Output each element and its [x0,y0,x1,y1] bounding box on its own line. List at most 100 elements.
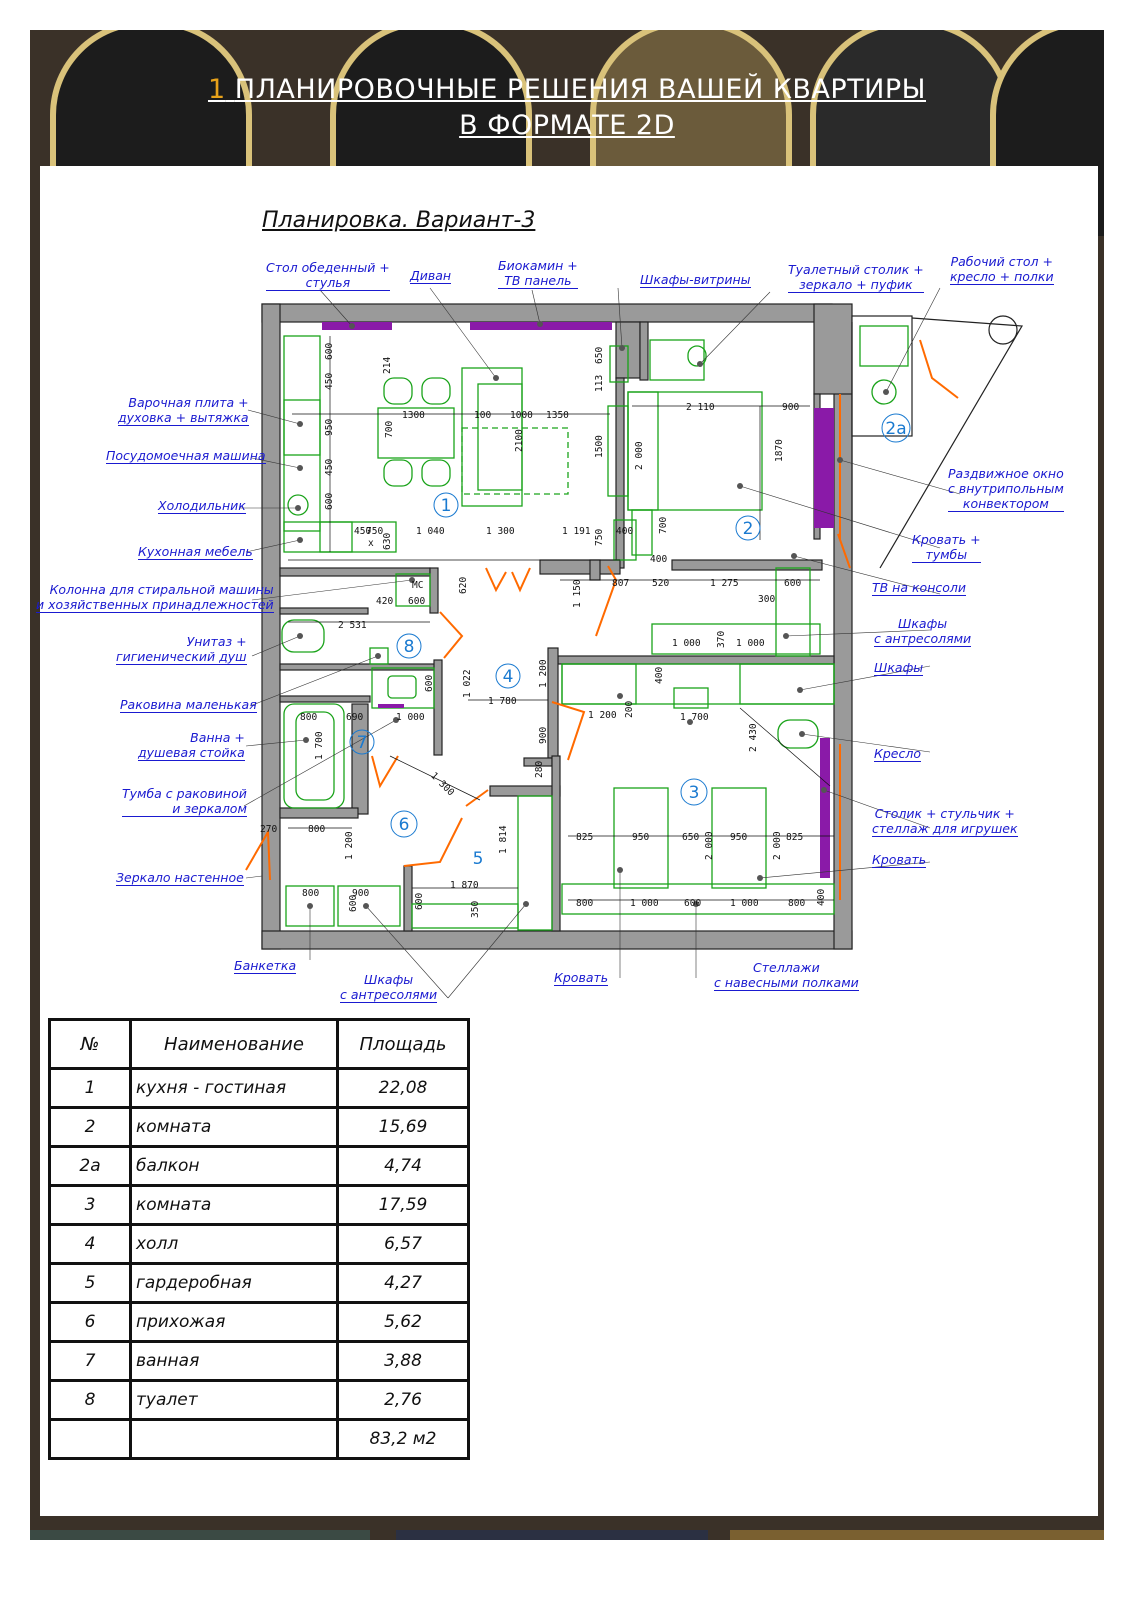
dim-text: 113 [594,375,605,392]
row-name: ванная [129,1340,339,1382]
dim-text: 1 150 [572,579,583,608]
dim-text: 900 [782,402,799,413]
row-num: 3 [48,1184,132,1226]
dim-text: 1 000 [672,638,701,649]
dim-text: 1 700 [314,731,325,760]
callout-wardrobes-bottom: Шкафы с антресолями [340,972,438,1003]
section-number: 1 [207,74,226,105]
dim-text: 2 430 [748,723,759,752]
callout-wall-mirror: Зеркало настенное [116,870,244,886]
total-area: 83,2 м2 [336,1418,470,1460]
dimension-texts: 600 450 950 450 600 214 700 1300 100 210… [260,343,827,918]
callout-bed-tumbas: Кровать + тумбы [912,532,981,563]
dim-text: 950 [324,419,335,436]
dim-text: 700 [658,517,669,534]
callout-fridge: Холодильник [158,498,246,514]
dim-text: 800 [302,888,319,899]
callout-hob: Варочная плита + духовка + вытяжка [118,395,249,426]
dim-text: 2 000 [704,831,715,860]
dim-text: 600 [348,895,359,912]
dim-text: 600 [414,893,425,910]
row-area: 17,59 [336,1184,470,1226]
dim-text: 750 [366,526,383,537]
page-title: 1 ПЛАНИРОВОЧНЫЕ РЕШЕНИЯ ВАШЕЙ КВАРТИРЫ В… [0,72,1134,144]
callout-washer-column: Колонна для стиральной машины и хозяйств… [36,582,274,613]
dim-text: 1 000 [630,898,659,909]
dim-text: 1 022 [462,669,473,698]
row-name: балкон [129,1145,339,1187]
row-name: комната [129,1184,339,1226]
dim-text: 1 200 [588,710,617,721]
dim-text: 800 [300,712,317,723]
plan-title: Планировка. Вариант-3 [262,208,536,233]
callout-sliding-window: Раздвижное окно с внутрипольным конвекто… [948,466,1064,512]
table-header-row: № Наименование Площадь [48,1018,470,1070]
row-area: 2,76 [336,1379,470,1421]
dim-text: 420 [376,596,393,607]
callout-kitchen-furniture: Кухонная мебель [138,544,253,560]
title-line-2: В ФОРМАТЕ 2D [459,110,675,141]
dim-text: 1 300 [486,526,515,537]
row-area: 6,57 [336,1223,470,1265]
dim-text: 100 [474,410,491,421]
room-number: 6 [399,815,410,835]
dim-text: 690 [346,712,363,723]
row-area: 22,08 [336,1067,470,1109]
row-name: гардеробная [129,1262,339,1304]
callout-bench: Банкетка [234,958,297,974]
dim-text: 1 870 [450,880,479,891]
dim-text: 1870 [774,439,785,462]
row-area: 4,27 [336,1262,470,1304]
callout-biofireplace: Биокамин + ТВ панель [498,258,578,289]
doors [245,339,959,900]
callout-small-sink: Раковина маленькая [120,697,257,713]
photo-fragment [396,1530,708,1540]
dim-text: 700 [384,421,395,438]
dim-text: 600 [324,493,335,510]
table-total-row: 83,2 м2 [48,1418,470,1460]
dim-text: 1300 [402,410,425,421]
room-numbers: 1 2 2а 3 4 5 6 7 8 [349,413,911,869]
dim-text: 450 [324,459,335,476]
room-number: 2а [885,419,906,439]
dim-text: 807 [612,578,629,589]
dim-text: 900 [352,888,369,899]
callout-dining-table: Стол обеденный + стулья [266,260,390,291]
total-empty-name [129,1418,339,1460]
dim-text: 400 [654,667,665,684]
dim-text: 2 000 [634,441,645,470]
row-num: 6 [48,1301,132,1343]
row-area: 4,74 [336,1145,470,1187]
row-area: 15,69 [336,1106,470,1148]
room-number: 3 [689,783,700,803]
dim-text: 1 000 [730,898,759,909]
dim-text: 630 [382,533,393,550]
row-num: 8 [48,1379,132,1421]
dim-text: 280 [534,761,545,778]
dim-text: 400 [616,526,633,537]
dim-text: 520 [652,578,669,589]
dim-text: 825 [576,832,593,843]
callout-bed-bottom: Кровать [554,970,609,986]
dim-text: 620 [458,577,469,594]
callout-tv-bracket: ТВ на консоли [872,580,966,596]
dim-text: 214 [382,357,393,374]
dim-text: MC [412,580,423,591]
header-name: Наименование [129,1018,339,1070]
dim-text: 600 [784,578,801,589]
row-num: 4 [48,1223,132,1265]
row-num: 7 [48,1340,132,1382]
dim-text: 400 [816,889,827,906]
dim-text: 1500 [594,435,605,458]
photo-fragment [730,1530,1104,1540]
row-num: 2а [48,1145,132,1187]
callout-wardrobes-mezz: Шкафы с антресолями [874,616,972,647]
